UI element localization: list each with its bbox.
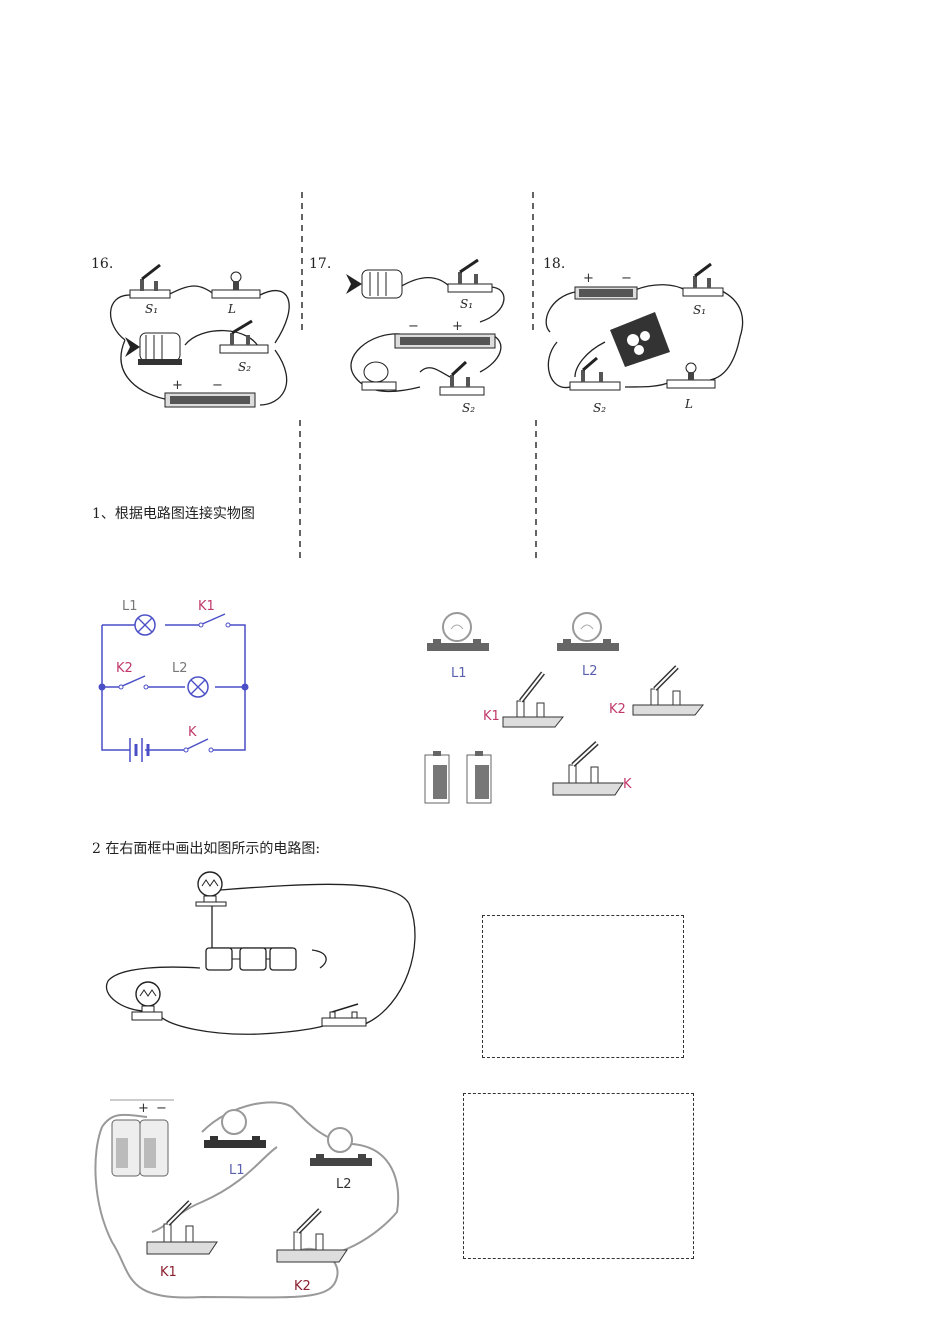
answer-box-lower[interactable] [463, 1093, 694, 1259]
battery-symbol [129, 738, 150, 762]
label-s1-17: S₁ [460, 297, 473, 311]
circuit-drawing-upper [105, 871, 416, 1035]
fan-18 [610, 312, 670, 367]
column-dividers [299, 192, 537, 558]
part-label-k2: K2 [609, 702, 626, 717]
svg-text:+: + [172, 378, 183, 393]
part-label-l2: L2 [582, 664, 598, 679]
part-label-k: K [623, 777, 632, 792]
label-l: L [227, 302, 236, 316]
label-s2: S₂ [238, 360, 251, 374]
schematic-label-l2: L2 [172, 661, 188, 676]
switch-s1-18 [682, 262, 724, 297]
lamp-upper-2 [131, 981, 163, 1021]
switch-k2-part [632, 665, 705, 716]
battery-16: + − [164, 378, 256, 408]
problem-18-number: 18. [543, 256, 566, 272]
lamp-l1-part [427, 612, 489, 651]
circuit-drawing-lower: + − L1 L2 K1 K2 [94, 1099, 400, 1299]
switch-k2-symbol [118, 675, 149, 690]
lamp-upper-1 [195, 871, 227, 907]
switch-s2-18 [569, 356, 621, 391]
battery-18: + − [574, 271, 638, 300]
schematic-label-l1: L1 [122, 599, 138, 614]
svg-text:−: − [156, 1101, 167, 1116]
schematic-label-k1: K1 [198, 599, 215, 614]
label-s1: S₁ [145, 302, 158, 316]
physical-components: L1 L2 K1 K2 K [424, 612, 705, 804]
battery-17: − + [394, 319, 496, 349]
svg-text:−: − [212, 378, 223, 393]
lamp-l1-symbol [134, 614, 156, 636]
svg-text:+: + [452, 319, 463, 334]
svg-text:+: + [583, 271, 594, 286]
battery-pack-upper [205, 947, 297, 971]
battery-pack-lower: + − [110, 1099, 174, 1177]
switch-s2-17 [439, 360, 485, 396]
label-s1-18: S₁ [693, 303, 706, 317]
battery-cell-1 [424, 751, 450, 804]
circuit-17: S₁ − + S₂ [346, 258, 505, 415]
section-2-title: 2 在右面框中画出如图所示的电路图: [92, 841, 321, 857]
lower-label-l2: L2 [336, 1177, 352, 1192]
svg-text:+: + [138, 1101, 149, 1116]
schematic-label-k2: K2 [116, 661, 133, 676]
svg-text:−: − [408, 319, 419, 334]
switch-k-part [552, 741, 624, 796]
lamp-l [211, 271, 261, 299]
problem-17-number: 17. [309, 256, 332, 272]
lamp-l2-part [557, 612, 619, 651]
motor [125, 332, 182, 365]
circuit-16: S₁ L S₂ + − [109, 263, 290, 408]
lamp-l2-lower [310, 1127, 372, 1166]
label-l-18: L [684, 397, 693, 411]
lamp-17 [361, 361, 397, 391]
problem-16-number: 16. [91, 256, 114, 272]
battery-cell-2 [466, 751, 492, 804]
switch-k2-lower [276, 1208, 348, 1263]
motor-17 [346, 269, 403, 299]
switch-k1-lower [146, 1200, 218, 1255]
lower-label-k1: K1 [160, 1265, 177, 1280]
circuit-18: + − S₁ S₂ L [545, 262, 744, 415]
switch-s1-17 [447, 258, 493, 293]
svg-text:−: − [621, 271, 632, 286]
switch-upper [321, 1003, 367, 1027]
part-label-k1: K1 [483, 709, 500, 724]
switch-k1-part [502, 671, 565, 728]
switch-k1-symbol [198, 613, 231, 628]
lamp-l1-lower [204, 1109, 266, 1148]
switch-s1 [129, 263, 171, 299]
lower-label-l1: L1 [229, 1163, 245, 1178]
switch-s2 [219, 319, 269, 354]
section-1-title: 1、根据电路图连接实物图 [92, 506, 255, 522]
label-s2-18: S₂ [593, 401, 606, 415]
part-label-l1: L1 [451, 666, 467, 681]
lamp-l2-symbol [187, 676, 209, 698]
switch-k-symbol [183, 738, 214, 753]
lower-label-k2: K2 [294, 1279, 311, 1294]
lamp-l-18 [666, 362, 716, 389]
schematic-diagram: L1 K1 K2 L2 K [98, 599, 249, 762]
schematic-label-k: K [188, 725, 197, 740]
answer-box-upper[interactable] [482, 915, 684, 1058]
label-s2-17: S₂ [462, 401, 475, 415]
